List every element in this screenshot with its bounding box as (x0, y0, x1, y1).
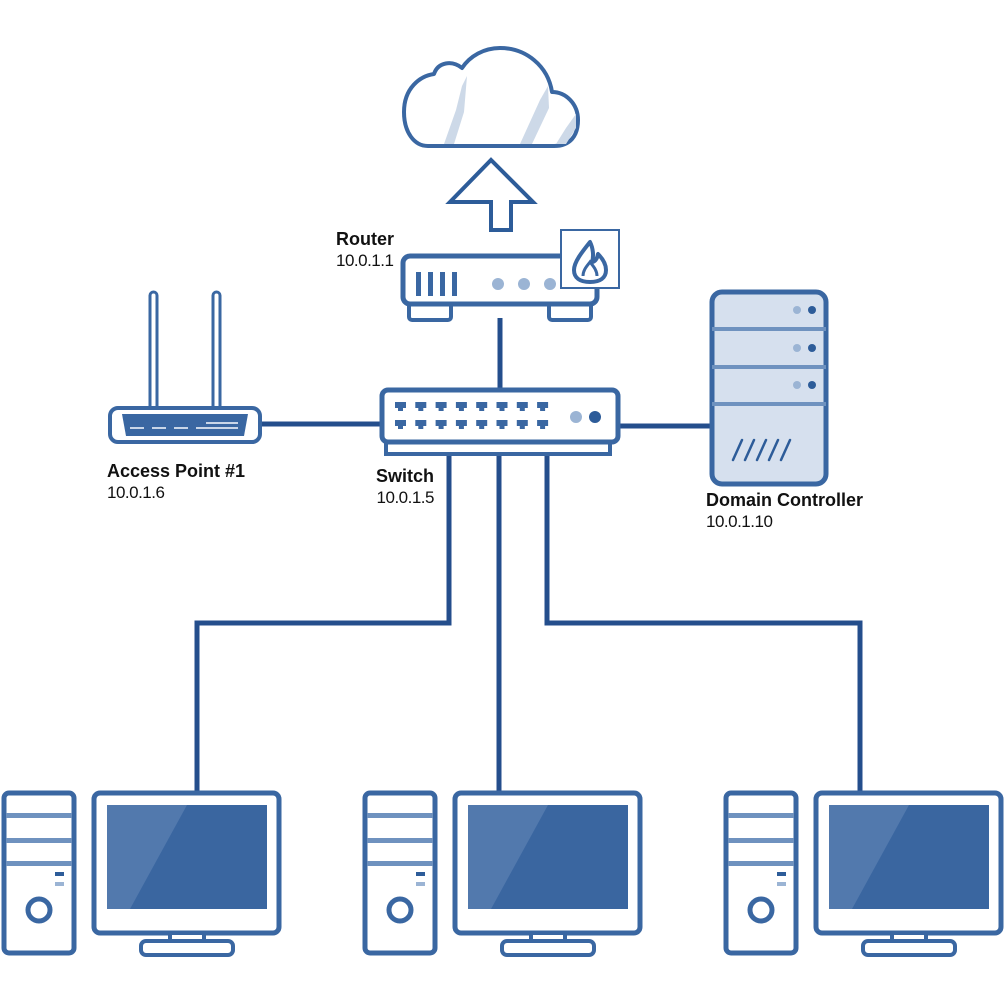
links (194, 318, 863, 792)
domain-controller-label: Domain Controller 10.0.1.10 (706, 490, 863, 532)
switch-label: Switch 10.0.1.5 (340, 466, 435, 508)
switch-port (415, 420, 427, 429)
pc-tower-icon (362, 790, 438, 956)
firewall-icon (560, 229, 620, 289)
desktop-computer-icon (813, 790, 1004, 957)
router-label: Router 10.0.1.1 (336, 229, 394, 271)
internet-cloud (402, 46, 580, 232)
switch-port (476, 402, 488, 411)
switch-port (516, 402, 528, 411)
switch-ip: 10.0.1.5 (376, 487, 435, 507)
workstations (1, 790, 1004, 957)
switch-port (455, 402, 467, 411)
switch-port (435, 402, 447, 411)
router-name: Router (336, 229, 394, 249)
workstation[interactable] (362, 790, 643, 957)
desktop-computer-icon (91, 790, 282, 957)
switch-port (496, 420, 508, 429)
switch-port (496, 402, 508, 411)
switch-port (455, 420, 467, 429)
cloud-icon (402, 46, 580, 148)
access-point-label: Access Point #1 10.0.1.6 (107, 461, 245, 503)
router-ip: 10.0.1.1 (336, 250, 394, 270)
server-icon (709, 289, 829, 487)
pc-tower-icon (1, 790, 77, 956)
access-point[interactable] (108, 290, 262, 444)
workstation[interactable] (1, 790, 282, 957)
switch-port (516, 420, 528, 429)
switch-port (476, 420, 488, 429)
domain-controller[interactable] (709, 289, 829, 487)
switch-name: Switch (375, 466, 434, 486)
domain-controller-name: Domain Controller (706, 490, 864, 510)
switch-port (395, 402, 406, 411)
access-point-name: Access Point #1 (107, 461, 246, 481)
switch-port (395, 420, 406, 429)
workstation[interactable] (723, 790, 1004, 957)
pc-tower-icon (723, 790, 799, 956)
switch-port (537, 402, 549, 411)
upload-arrow-icon (445, 157, 538, 232)
desktop-computer-icon (452, 790, 643, 957)
switch[interactable] (379, 387, 621, 456)
switch-port (537, 420, 549, 429)
switch-port (415, 402, 427, 411)
access-point-icon (108, 290, 262, 444)
access-point-ip: 10.0.1.6 (107, 482, 165, 502)
link-switch-workstation-1 (194, 452, 452, 792)
link-switch-workstation-3 (544, 452, 863, 792)
switch-icon (379, 387, 621, 456)
router[interactable] (400, 229, 620, 322)
switch-ports (395, 402, 549, 429)
switch-port (435, 420, 447, 429)
domain-controller-ip: 10.0.1.10 (706, 511, 773, 531)
router-icon (400, 253, 600, 322)
